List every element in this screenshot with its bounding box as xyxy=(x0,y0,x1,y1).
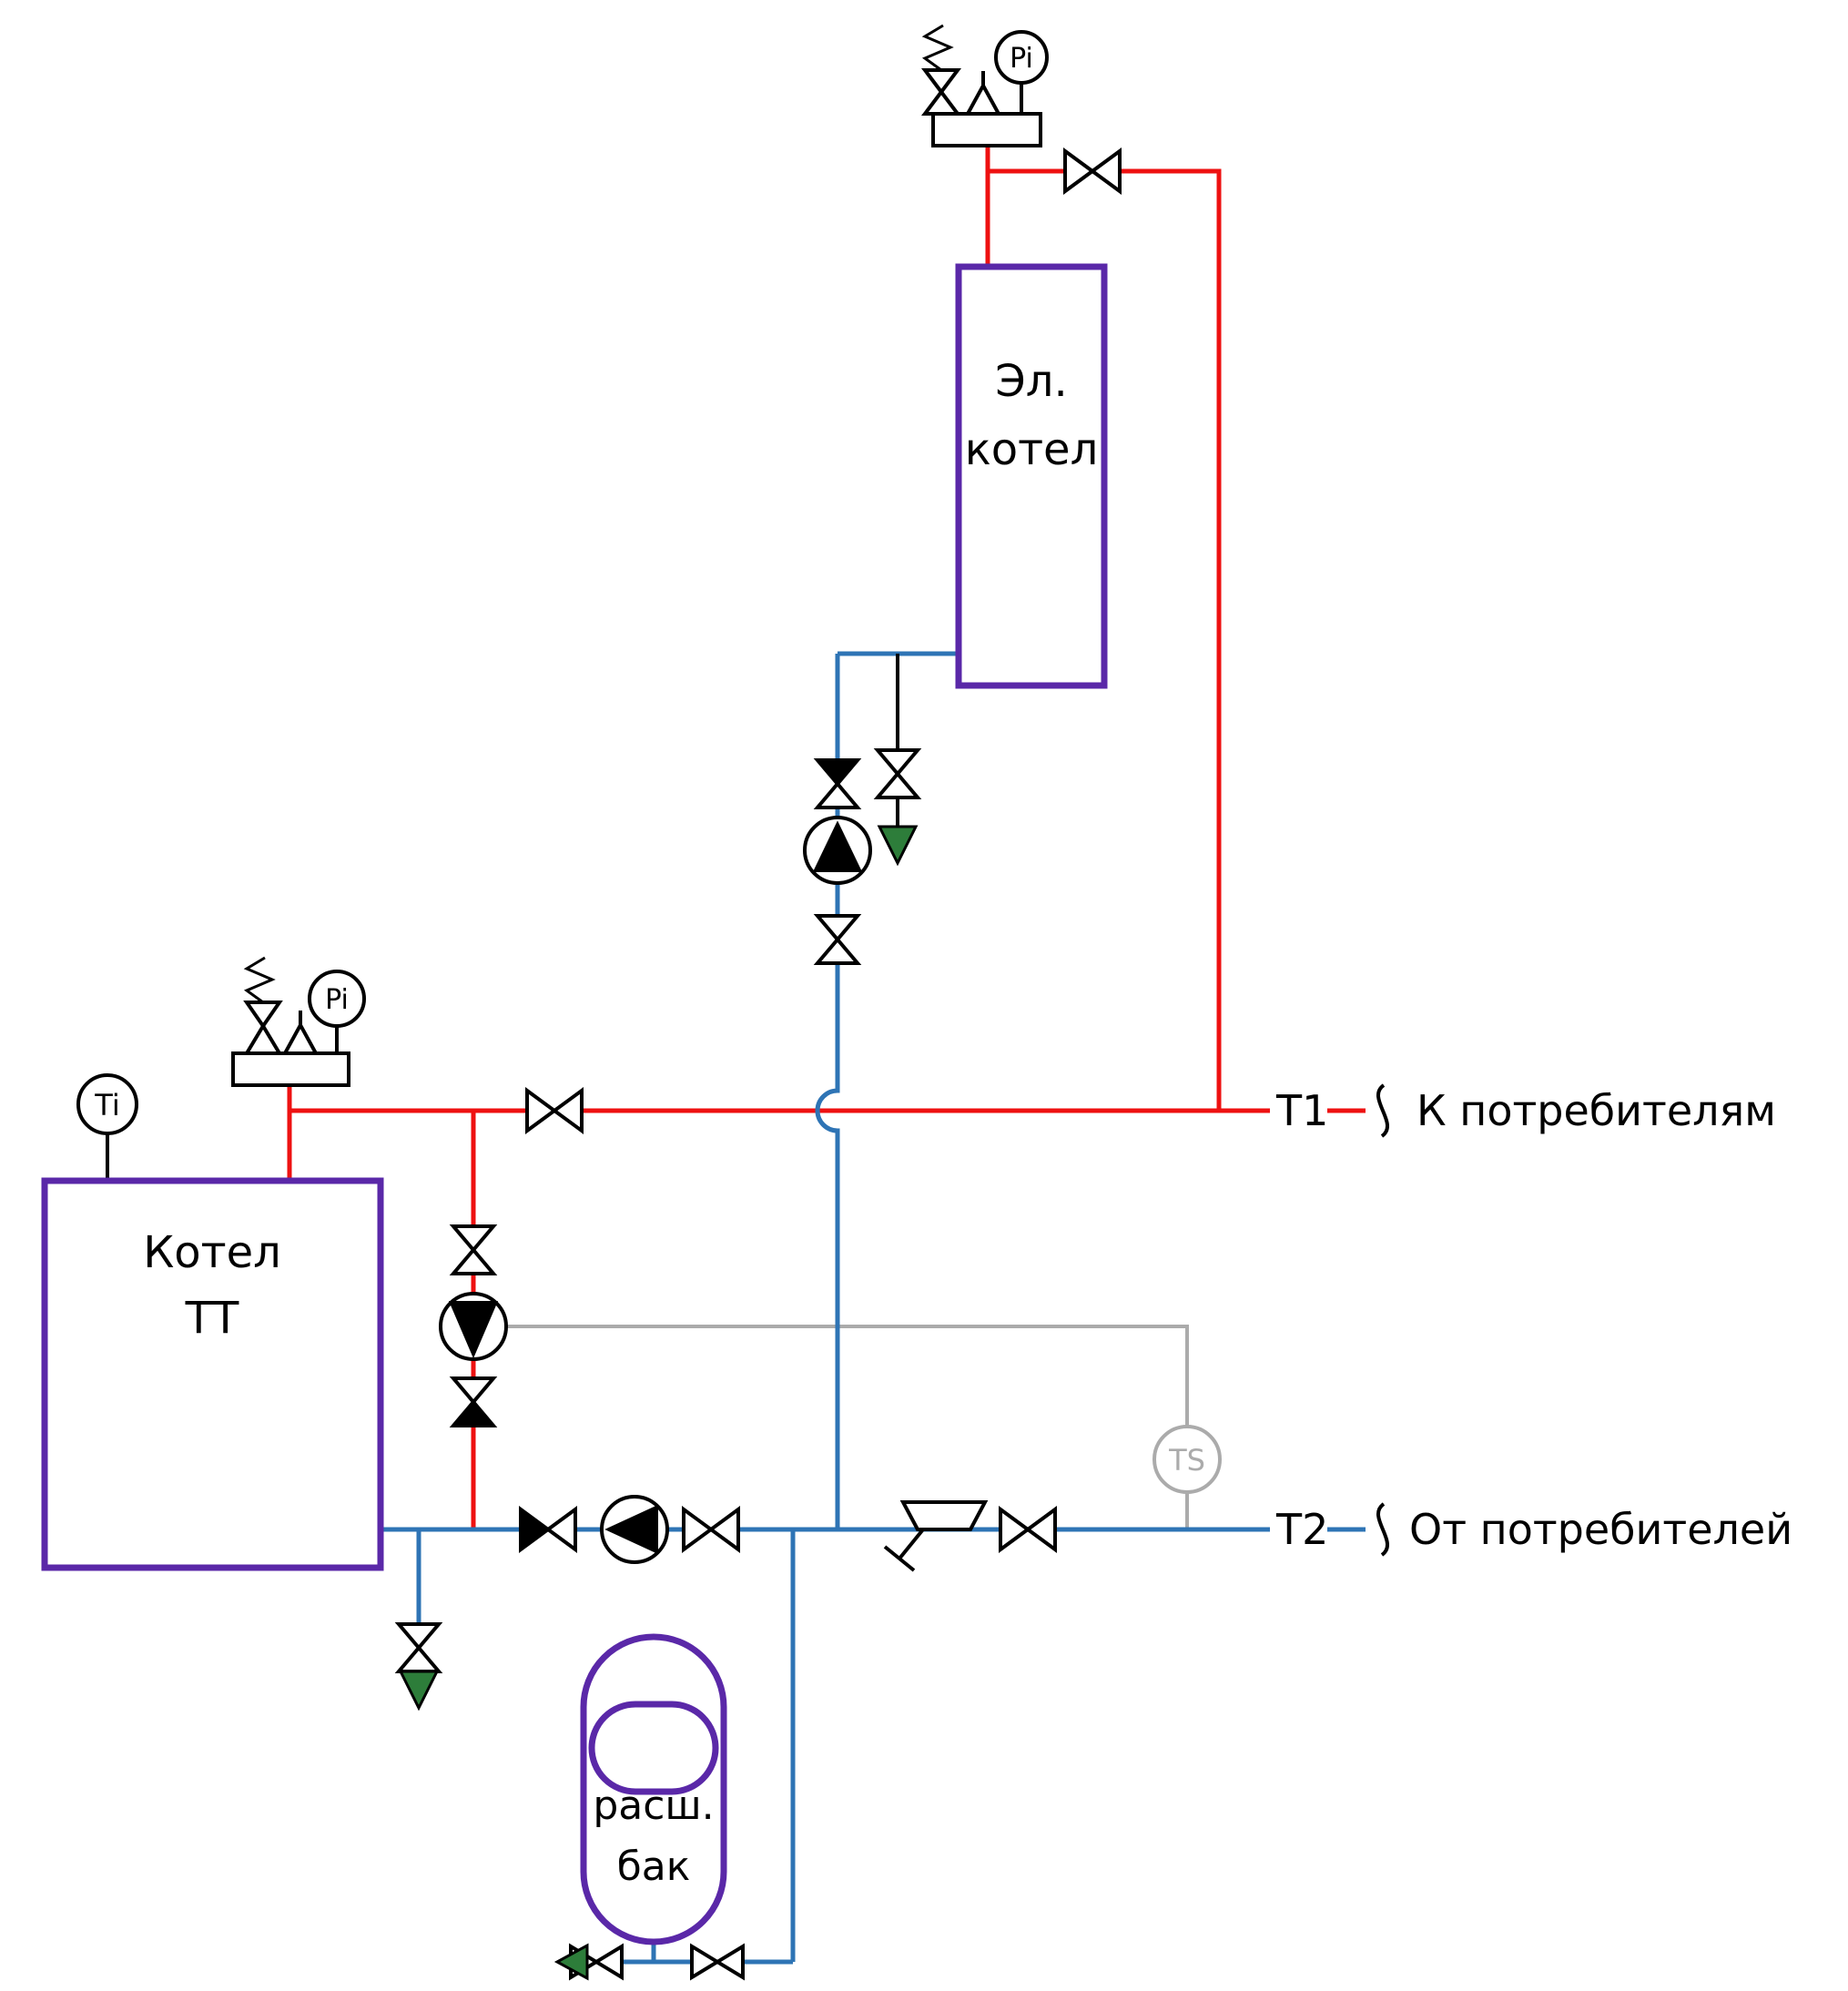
symbols xyxy=(76,30,1122,1981)
pressure-gauge-tt-label: Pi xyxy=(325,984,349,1016)
strainer-leg xyxy=(898,1528,925,1560)
strainer-body xyxy=(899,1500,989,1531)
supply-line-caption: К потребителям xyxy=(1416,1086,1776,1135)
check-valve-boiler-loop-white xyxy=(449,1376,498,1406)
valve-electric-drain xyxy=(873,748,922,799)
valve-boiler-loop-upper xyxy=(449,1224,498,1275)
pressure-gauge-electric-label: Pi xyxy=(1010,43,1033,75)
drain-cone-electric xyxy=(877,825,919,867)
temperature-sensor-label: TS xyxy=(1168,1443,1205,1478)
pump-electric-loop-rotor xyxy=(812,820,863,872)
electric-boiler-body xyxy=(955,263,1108,689)
safety-valve-bottom-tt xyxy=(243,1022,283,1055)
temperature-sensor xyxy=(1152,1425,1222,1494)
return-line-tag: Т2 xyxy=(1275,1505,1328,1554)
pressure-gauge-electric xyxy=(994,30,1049,85)
drain-cones xyxy=(398,825,919,1981)
supply-line-tag: Т1 xyxy=(1275,1086,1328,1135)
pump-boiler-loop-rotor xyxy=(448,1301,499,1359)
pump-t2-return-rotor xyxy=(604,1504,658,1555)
pressure-gauge-tt xyxy=(308,970,366,1028)
electric-boiler-label-line2: котел xyxy=(965,424,1099,475)
control-lines xyxy=(506,1325,1189,1529)
strainer-leg-cap xyxy=(883,1545,916,1572)
safety-manifold-electric xyxy=(931,112,1042,147)
check-valve-boiler-loop-black xyxy=(449,1398,498,1427)
valve-electric-supply xyxy=(1063,147,1122,195)
safety-valve-spring-tt xyxy=(243,956,276,1004)
air-vent-electric xyxy=(964,81,1002,116)
ts-to-pump-control-line xyxy=(506,1325,1189,1427)
safety-valve-top-tt xyxy=(243,1001,283,1030)
check-valve-t2-black xyxy=(519,1506,552,1553)
tt-boiler-body xyxy=(41,1177,384,1571)
safety-manifold-tt xyxy=(231,1051,350,1087)
return-line-caption: От потребителей xyxy=(1409,1505,1792,1554)
valve-tt-drain xyxy=(394,1622,443,1673)
electric-boiler-label-line1: Эл. xyxy=(995,356,1067,407)
expansion-tank-membrane xyxy=(588,1701,719,1795)
safety-valve-bottom-electric xyxy=(921,88,961,116)
safety-valve-top-electric xyxy=(921,68,961,96)
valve-tank-right xyxy=(690,1943,745,1981)
valve-t2-after-strainer xyxy=(999,1506,1057,1553)
sensor-label: TS xyxy=(1168,1443,1205,1478)
thermometer-label: Ti xyxy=(94,1088,119,1122)
electric-boiler-return-riser-with-hop xyxy=(815,654,840,1529)
temperature-sensor-circle xyxy=(1152,1425,1222,1494)
tt-boiler-label-line2: ТТ xyxy=(185,1293,239,1344)
check-valve-t2-white xyxy=(544,1506,577,1553)
drain-cone-tank xyxy=(553,1943,589,1981)
t1-break-mark xyxy=(1376,1083,1389,1138)
t2-break-mark xyxy=(1376,1502,1389,1557)
valve-electric-return xyxy=(813,914,862,965)
expansion-tank-label-line1: расш. xyxy=(593,1783,714,1829)
air-vent-tt xyxy=(281,1021,320,1055)
aux-lines xyxy=(106,24,1389,1572)
tt-boiler-label-line1: Котел xyxy=(143,1227,281,1278)
thermometer-tt xyxy=(76,1073,138,1135)
expansion-tank-label-line2: бак xyxy=(617,1844,691,1890)
valve-t2-after-pump xyxy=(682,1506,740,1553)
equipment xyxy=(41,263,1108,1945)
safety-valve-spring-top xyxy=(921,24,954,72)
check-valve-electric-white xyxy=(813,780,862,809)
labels: Эл. котел Котел ТТ расш. бак Т1 К потреб… xyxy=(94,43,1792,1890)
drain-cone-tt xyxy=(398,1670,440,1712)
valve-t1-main xyxy=(525,1087,584,1134)
check-valve-electric-black xyxy=(813,758,862,787)
